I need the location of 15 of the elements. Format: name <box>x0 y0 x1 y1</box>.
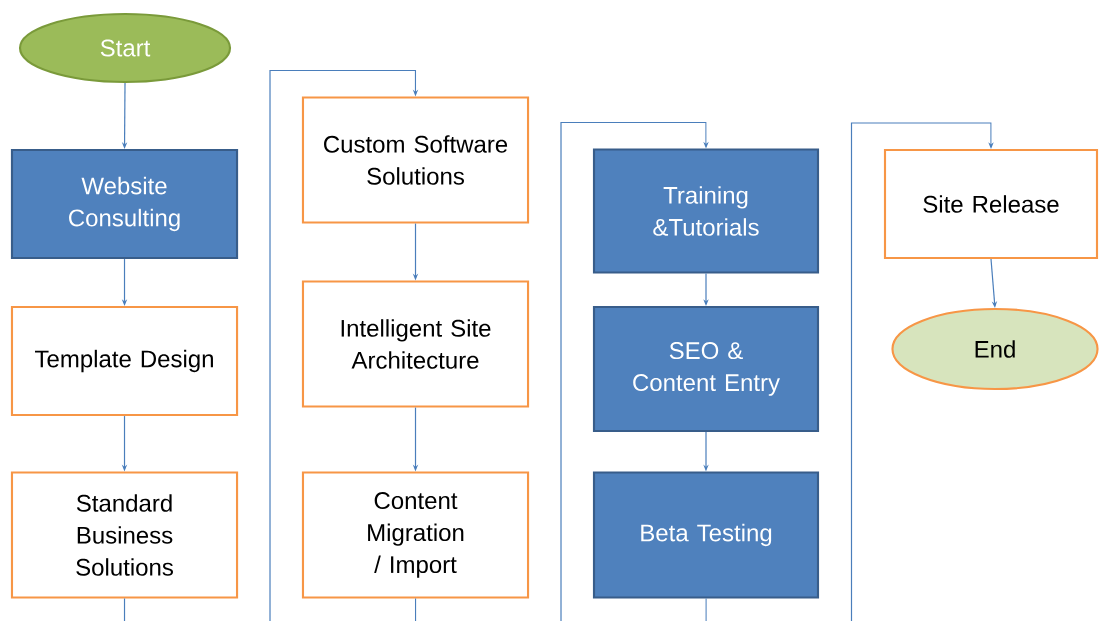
process-box: Content Migration / Import <box>301 471 530 599</box>
process-box: Standard Business Solutions <box>10 471 239 599</box>
process-box: Custom Software Solutions <box>301 96 530 224</box>
arrow <box>414 121 709 621</box>
process-box: Site Release <box>883 148 1099 260</box>
arrow <box>705 122 994 621</box>
process-box: Intelligent Site Architecture <box>301 280 530 408</box>
process-box: Training &Tutorials <box>592 148 820 274</box>
process-box: Website Consulting <box>10 148 239 260</box>
arrow <box>123 69 419 621</box>
terminal-oval: End <box>891 307 1099 391</box>
process-box: Beta Testing <box>592 471 820 599</box>
process-box: Template Design <box>10 305 239 417</box>
terminal-oval: Start <box>18 12 232 84</box>
process-box: SEO & Content Entry <box>592 305 820 433</box>
